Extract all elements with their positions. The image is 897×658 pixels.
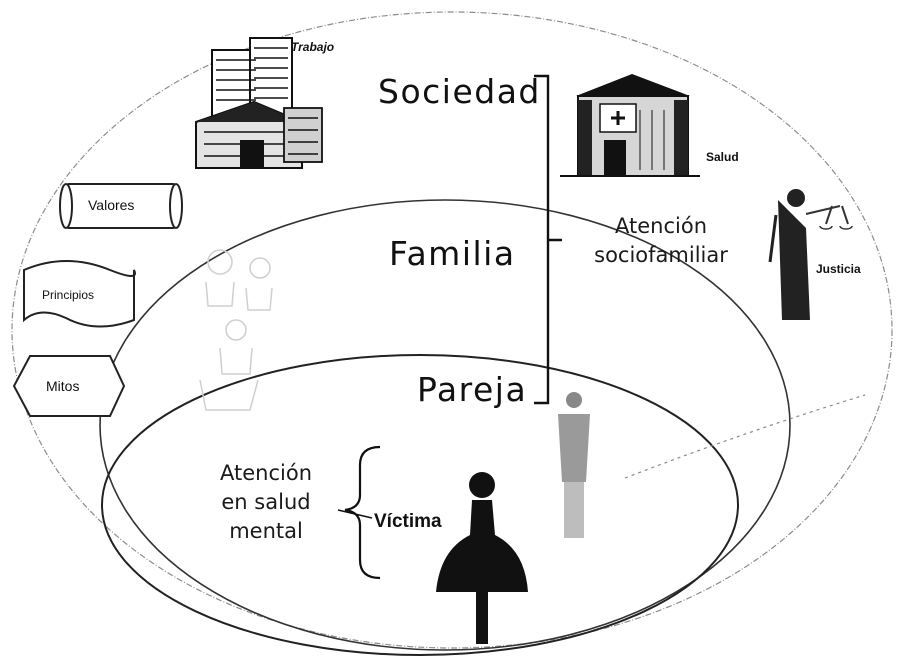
values-scroll-icon <box>59 183 183 229</box>
label-principios: Principios <box>42 288 95 302</box>
label-trabajo: Trabajo <box>291 40 335 54</box>
society-ellipse <box>11 11 893 649</box>
work-building-icon <box>195 37 323 169</box>
victim-figure-icon <box>436 472 528 644</box>
health-building-icon <box>560 74 700 177</box>
man-figure-icon <box>558 392 590 538</box>
care-mental-health: Atención en salud mental <box>196 459 336 546</box>
mental-care-brace <box>344 445 381 580</box>
level-pareja: Pareja <box>417 370 528 409</box>
label-victima: Víctima <box>374 511 442 532</box>
label-salud: Salud <box>706 150 739 164</box>
myths-shape-icon <box>12 355 126 417</box>
level-familia: Familia <box>389 234 516 273</box>
justice-statue-icon <box>768 189 853 320</box>
care-sociofamiliar-line1: Atención <box>615 214 707 238</box>
brace-connector <box>337 509 373 519</box>
label-justicia: Justicia <box>816 262 861 276</box>
care-mental-line3: mental <box>229 519 303 543</box>
care-mental-line1: Atención <box>220 461 312 485</box>
label-mitos: Mitos <box>46 378 80 394</box>
principles-banner-icon <box>23 260 136 328</box>
family-ellipse <box>99 199 791 651</box>
care-sociofamiliar: Atención sociofamiliar <box>566 212 756 270</box>
level-sociedad: Sociedad <box>378 72 541 111</box>
family-group-icon <box>199 249 273 411</box>
levels-bracket <box>534 74 562 405</box>
care-mental-line2: en salud <box>221 490 311 514</box>
couple-ellipse <box>101 354 739 656</box>
care-sociofamiliar-line2: sociofamiliar <box>594 243 728 267</box>
label-valores: Valores <box>88 197 135 213</box>
